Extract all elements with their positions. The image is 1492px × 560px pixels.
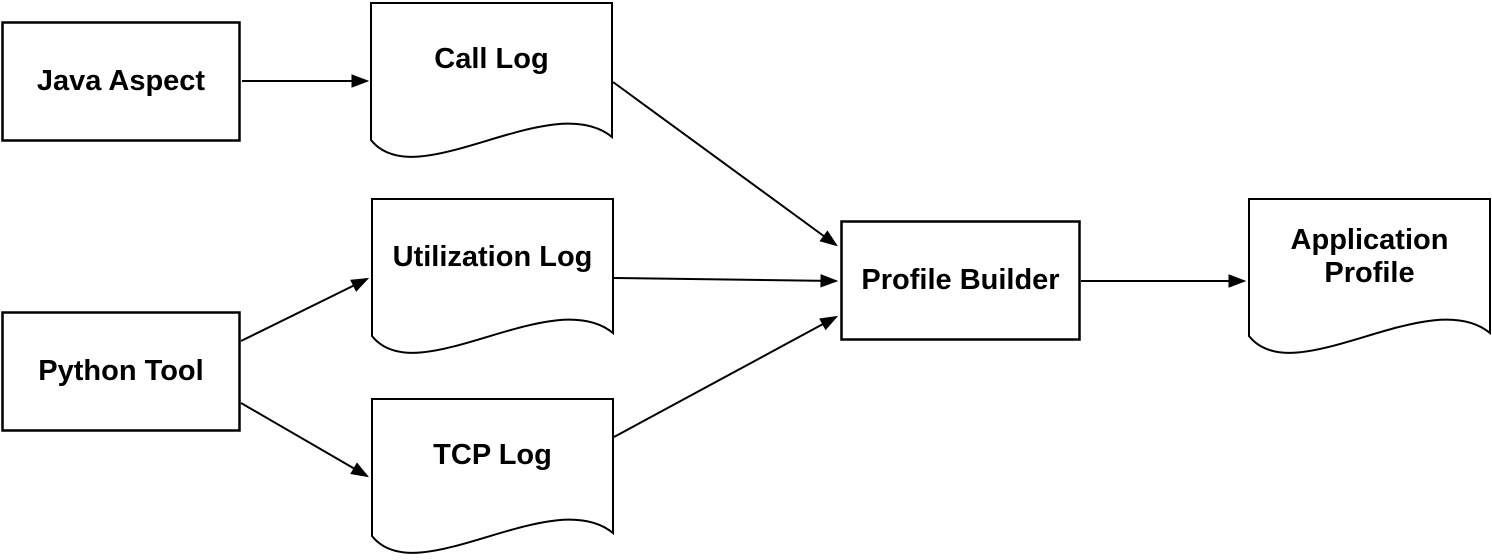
node-python-tool (1, 311, 241, 432)
node-tcp-log (371, 398, 614, 554)
edge-utilization-log-to-profile-builder (613, 278, 836, 281)
node-java-aspect (1, 21, 241, 142)
node-utilization-log (371, 198, 614, 354)
node-call-log (370, 2, 613, 158)
diagram-edges (240, 81, 1244, 476)
node-profile-builder (840, 220, 1081, 341)
edge-python-tool-to-utilization-log (240, 279, 367, 342)
node-application-profile (1248, 198, 1491, 354)
edge-call-log-to-profile-builder (612, 81, 836, 245)
edge-tcp-log-to-profile-builder (613, 317, 836, 438)
edge-python-tool-to-tcp-log (240, 402, 367, 476)
